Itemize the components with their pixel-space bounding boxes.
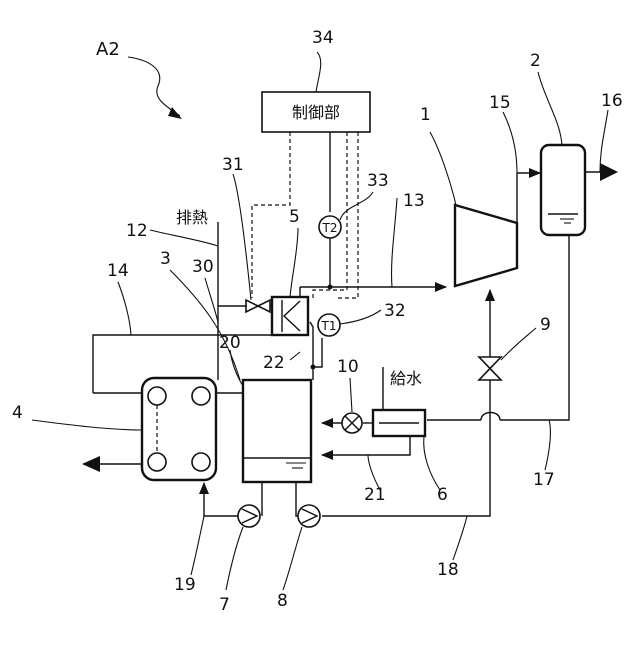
ref-33: 33: [367, 171, 389, 191]
ref-12: 12: [126, 221, 148, 241]
line-to-t1: [313, 338, 322, 367]
ref-22: 22: [263, 353, 285, 373]
ref-9: 9: [540, 315, 551, 335]
leader-34: [316, 52, 321, 92]
figure-label: A2: [96, 39, 120, 60]
ref-5: 5: [289, 207, 300, 227]
control-line-valve: [252, 132, 290, 298]
plate-heat-exchanger: [142, 378, 216, 480]
leader-1: [430, 132, 456, 205]
shutoff-valve-31: [246, 300, 270, 312]
leader-4: [32, 420, 142, 430]
leader-3: [170, 270, 240, 380]
figure-label-leader: [128, 57, 180, 116]
ref-18: 18: [437, 560, 459, 580]
ref-21: 21: [364, 485, 386, 505]
pump-8: [298, 505, 320, 527]
ref-8: 8: [277, 591, 288, 611]
ref-2: 2: [530, 51, 541, 71]
outlet-16-arrowhead: [600, 163, 618, 181]
ref-32: 32: [384, 301, 406, 321]
leader-9: [501, 328, 536, 360]
ref-16: 16: [601, 91, 623, 111]
ref-6: 6: [437, 485, 448, 505]
separator-vessel: [541, 145, 585, 235]
temperature-sensor-t1: T1: [318, 314, 340, 336]
hx4-outlet-arrowhead: [82, 456, 100, 472]
line-18: [322, 380, 490, 516]
flow-valve-10: [342, 413, 362, 433]
leader-17: [545, 420, 550, 470]
ref-17: 17: [533, 470, 555, 490]
turbine: [455, 205, 517, 286]
ref-3: 3: [160, 249, 171, 269]
leader-12: [150, 230, 218, 246]
ref-19: 19: [174, 575, 196, 595]
feed-heater: [373, 410, 425, 436]
t1-label: T1: [321, 319, 337, 333]
line-drum-to-hx: [310, 322, 313, 367]
leader-19: [191, 516, 204, 575]
ref-31: 31: [222, 155, 244, 175]
line-21: [322, 436, 410, 455]
control-valve-9: [479, 357, 501, 380]
ref-14: 14: [107, 261, 129, 281]
ref-7: 7: [219, 595, 230, 615]
leader-2: [538, 72, 562, 145]
ref-30: 30: [192, 257, 214, 277]
ref-1: 1: [420, 105, 431, 125]
controller-unit: 制御部: [262, 92, 370, 132]
exhaust-heat-label: 排熱: [176, 208, 208, 227]
leader-16: [600, 110, 608, 172]
leader-30: [205, 278, 218, 322]
line-19: [204, 483, 238, 516]
leader-32: [340, 310, 381, 324]
leader-5: [290, 228, 298, 297]
leader-33: [340, 192, 373, 220]
ref-4: 4: [12, 403, 23, 423]
leader-15: [503, 112, 517, 173]
leader-7: [226, 527, 243, 590]
leader-22: [290, 352, 300, 360]
leader-18: [453, 516, 467, 560]
temperature-sensor-t2: T2: [319, 216, 341, 238]
heat-exchanger: [272, 297, 308, 335]
ref-10: 10: [337, 357, 359, 377]
leader-8: [283, 527, 302, 590]
ref-20: 20: [219, 333, 241, 353]
leader-10: [350, 378, 352, 412]
leader-13: [392, 198, 397, 287]
ref-34: 34: [312, 28, 334, 48]
ref-13: 13: [403, 191, 425, 211]
leader-14: [118, 282, 131, 335]
leader-6: [424, 436, 440, 490]
controller-label: 制御部: [292, 103, 340, 122]
t2-label: T2: [322, 221, 338, 235]
pump-7: [238, 505, 260, 527]
steam-drum: [243, 380, 311, 482]
ref-15: 15: [489, 93, 511, 113]
leader-31: [233, 174, 251, 300]
feed-water-label: 給水: [390, 369, 422, 388]
